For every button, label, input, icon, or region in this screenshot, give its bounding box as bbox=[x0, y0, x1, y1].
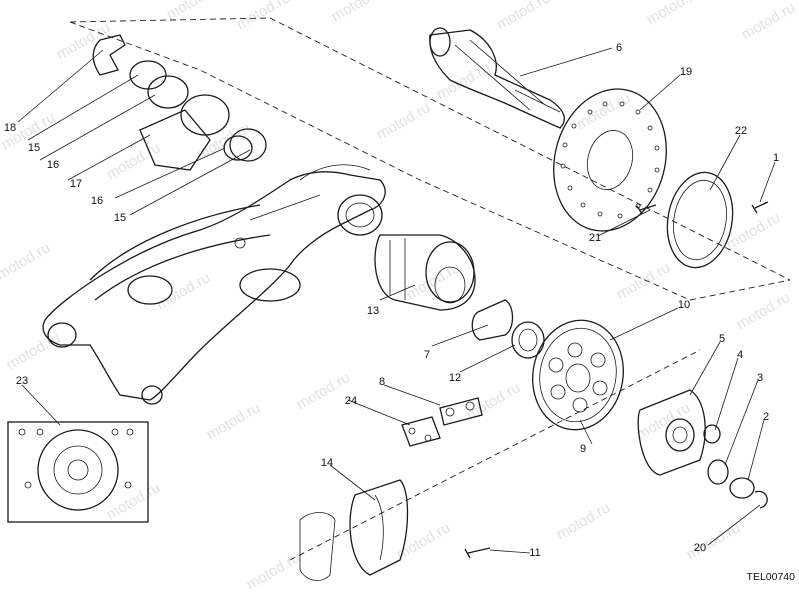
watermark-text: motod.ru bbox=[494, 0, 554, 33]
callout-label: 15 bbox=[114, 212, 126, 224]
callout-label: 20 bbox=[694, 542, 706, 554]
swingarm bbox=[42, 164, 386, 405]
watermark-text: motod.ru bbox=[244, 549, 304, 593]
callout-label: 7 bbox=[424, 349, 430, 361]
watermark-text: motod.ru bbox=[194, 119, 254, 163]
bolts bbox=[464, 201, 769, 559]
callout-label: 9 bbox=[580, 443, 586, 455]
callout-label: 8 bbox=[379, 376, 385, 388]
drawing-code: TEL00740 bbox=[747, 571, 796, 583]
watermark-text: motod.ru bbox=[104, 479, 164, 523]
inset-detail bbox=[7, 421, 149, 523]
spacer-parts bbox=[471, 299, 545, 359]
callout-label: 15 bbox=[28, 142, 40, 154]
sprocket-flange bbox=[637, 389, 706, 476]
watermark-text: motod.ru bbox=[54, 19, 114, 63]
callout-label: 13 bbox=[367, 305, 379, 317]
callout-labels: 1 2 3 4 5 6 7 8 9 10 11 12 13 14 15 15 1… bbox=[4, 42, 779, 559]
callout-label: 10 bbox=[678, 299, 690, 311]
hub-small-parts bbox=[703, 424, 768, 509]
callout-label: 5 bbox=[719, 333, 725, 345]
callout-label: 24 bbox=[345, 395, 357, 407]
callout-label: 4 bbox=[737, 349, 743, 361]
callout-label: 16 bbox=[91, 195, 103, 207]
watermark-text: motod.ru bbox=[4, 329, 64, 373]
chain-links bbox=[401, 397, 483, 447]
assembly-axis-lines bbox=[69, 17, 791, 561]
inset-frame bbox=[7, 421, 149, 523]
brake-disc bbox=[553, 88, 667, 232]
watermark-text: motod.ru bbox=[739, 0, 799, 43]
watermark-text: motod.ru bbox=[614, 259, 674, 303]
leader-lines bbox=[17, 47, 776, 554]
watermark-text: motod.ru bbox=[204, 399, 264, 443]
watermark-text: motod.ru bbox=[644, 0, 704, 28]
watermark-text: motod.ru bbox=[329, 0, 389, 25]
callout-label: 1 bbox=[773, 152, 779, 164]
callout-label: 11 bbox=[529, 547, 540, 559]
watermark-text: motod.ru bbox=[574, 89, 634, 133]
callout-label: 21 bbox=[589, 232, 601, 244]
callout-label: 23 bbox=[16, 375, 28, 387]
callout-label: 3 bbox=[757, 372, 763, 384]
callout-label: 17 bbox=[70, 178, 82, 190]
watermark-text: motod.ru bbox=[554, 499, 614, 543]
callout-label: 22 bbox=[735, 125, 747, 137]
caliper-bracket-parts bbox=[92, 34, 267, 171]
wheel-shaft bbox=[429, 27, 565, 129]
callout-label: 12 bbox=[449, 372, 461, 384]
rear-sprocket bbox=[532, 319, 624, 431]
watermark-text: motod.ru bbox=[374, 99, 434, 143]
axis-line-upper bbox=[69, 17, 791, 281]
callout-label: 2 bbox=[763, 411, 769, 423]
watermark-text: motod.ru bbox=[634, 399, 694, 443]
watermark-text: motod.ru bbox=[234, 0, 294, 33]
watermark-text: motod.ru bbox=[404, 259, 464, 303]
watermark-text: motod.ru bbox=[154, 269, 214, 313]
axis-line-sprocket bbox=[289, 349, 701, 561]
tone-ring bbox=[666, 171, 734, 269]
callout-label: 19 bbox=[680, 66, 692, 78]
eccentric-hub bbox=[374, 234, 476, 311]
chain-guard bbox=[299, 479, 409, 581]
callout-label: 14 bbox=[321, 457, 333, 469]
watermark-text: motod.ru bbox=[734, 289, 794, 333]
axis-line-lower bbox=[69, 21, 791, 301]
watermark-text: motod.ru bbox=[434, 59, 494, 103]
watermark-text: motod.ru bbox=[104, 139, 164, 183]
callout-label: 6 bbox=[616, 42, 622, 54]
watermark-text: motod.ru bbox=[0, 239, 53, 283]
callout-label: 16 bbox=[47, 159, 59, 171]
watermark-text: motod.ru bbox=[464, 379, 524, 423]
watermark-text: motod.ru bbox=[394, 519, 454, 563]
callout-label: 18 bbox=[4, 122, 16, 134]
